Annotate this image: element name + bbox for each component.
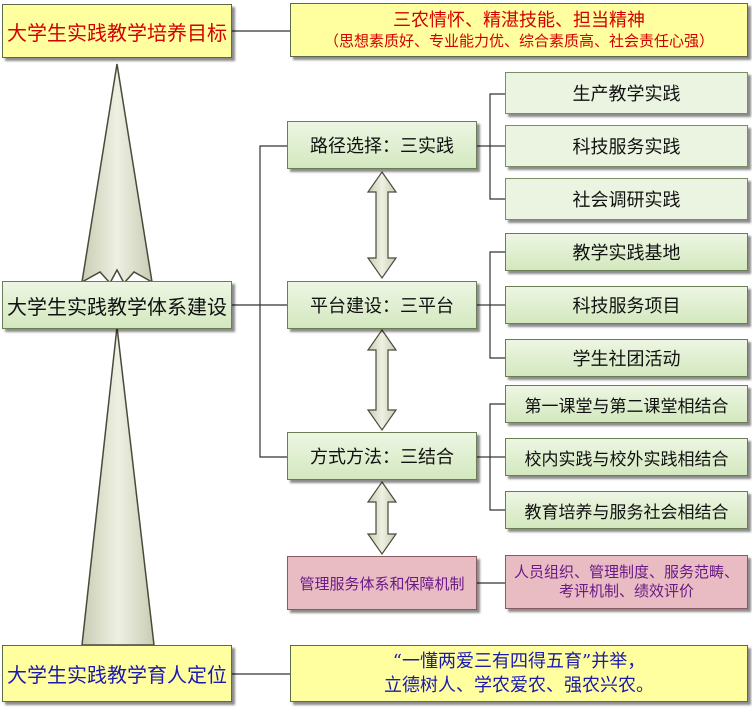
platform-item-label: 教学实践基地 bbox=[572, 243, 681, 264]
management-desc-line2: 考评机制、绩效评价 bbox=[558, 582, 694, 600]
management-title: 管理服务体系和保障机制 bbox=[299, 574, 465, 593]
double-arrow-icon bbox=[366, 170, 398, 280]
path-item-label: 社会调研实践 bbox=[572, 190, 681, 211]
path-box: 路径选择：三实践 bbox=[287, 121, 477, 169]
platform-item-label: 学生社团活动 bbox=[572, 349, 681, 370]
goal-box: 大学生实践教学培养目标 bbox=[2, 4, 232, 58]
positioning-title: 大学生实践教学育人定位 bbox=[7, 663, 227, 687]
goal-desc-line2: （思想素质好、专业能力优、综合素质高、社会责任心强） bbox=[323, 31, 714, 50]
up-arrow-icon bbox=[81, 326, 155, 646]
method-title: 方式方法：三结合 bbox=[310, 447, 454, 468]
platform-item: 科技服务项目 bbox=[505, 286, 748, 324]
management-box: 管理服务体系和保障机制 bbox=[287, 556, 477, 610]
platform-item: 教学实践基地 bbox=[505, 233, 748, 271]
double-arrow-icon bbox=[366, 480, 398, 556]
positioning-box: 大学生实践教学育人定位 bbox=[2, 645, 232, 702]
platform-item: 学生社团活动 bbox=[505, 339, 748, 377]
method-box: 方式方法：三结合 bbox=[287, 432, 477, 480]
connector-bracket bbox=[259, 145, 287, 458]
platform-box: 平台建设：三平台 bbox=[287, 281, 477, 329]
path-title: 路径选择：三实践 bbox=[310, 136, 454, 157]
path-item: 生产教学实践 bbox=[505, 72, 748, 114]
path-item-label: 生产教学实践 bbox=[572, 84, 681, 105]
method-item-label: 第一课堂与第二课堂相结合 bbox=[524, 396, 729, 417]
positioning-description-box: “一懂两爱三有四得五育”并举， 立德树人、学农爱农、强农兴农。 bbox=[290, 645, 748, 702]
up-arrow-icon bbox=[81, 63, 153, 285]
management-desc-line1: 人员组织、管理制度、服务范畴、 bbox=[513, 562, 739, 581]
method-item: 校内实践与校外实践相结合 bbox=[505, 438, 748, 476]
goal-title: 大学生实践教学培养目标 bbox=[7, 20, 227, 45]
goal-description-box: 三农情怀、精湛技能、担当精神 （思想素质好、专业能力优、综合素质高、社会责任心强… bbox=[290, 3, 748, 57]
method-item: 教育培养与服务社会相结合 bbox=[505, 491, 748, 529]
platform-item-label: 科技服务项目 bbox=[572, 296, 681, 317]
positioning-desc-line2: 立德树人、学农爱农、强农兴农。 bbox=[384, 674, 654, 696]
method-item-label: 教育培养与服务社会相结合 bbox=[524, 502, 729, 523]
method-item: 第一课堂与第二课堂相结合 bbox=[505, 385, 748, 423]
management-description-box: 人员组织、管理制度、服务范畴、 考评机制、绩效评价 bbox=[505, 555, 748, 609]
path-item: 科技服务实践 bbox=[505, 125, 748, 167]
method-item-label: 校内实践与校外实践相结合 bbox=[524, 449, 729, 470]
double-arrow-icon bbox=[366, 328, 398, 432]
goal-desc-line1: 三农情怀、精湛技能、担当精神 bbox=[393, 9, 645, 31]
path-item: 社会调研实践 bbox=[505, 178, 748, 220]
positioning-desc-line1: “一懂两爱三有四得五育”并举， bbox=[392, 651, 646, 673]
system-box: 大学生实践教学体系建设 bbox=[2, 281, 232, 329]
path-item-label: 科技服务实践 bbox=[572, 137, 681, 158]
platform-title: 平台建设：三平台 bbox=[310, 296, 454, 317]
system-title: 大学生实践教学体系建设 bbox=[7, 294, 227, 319]
